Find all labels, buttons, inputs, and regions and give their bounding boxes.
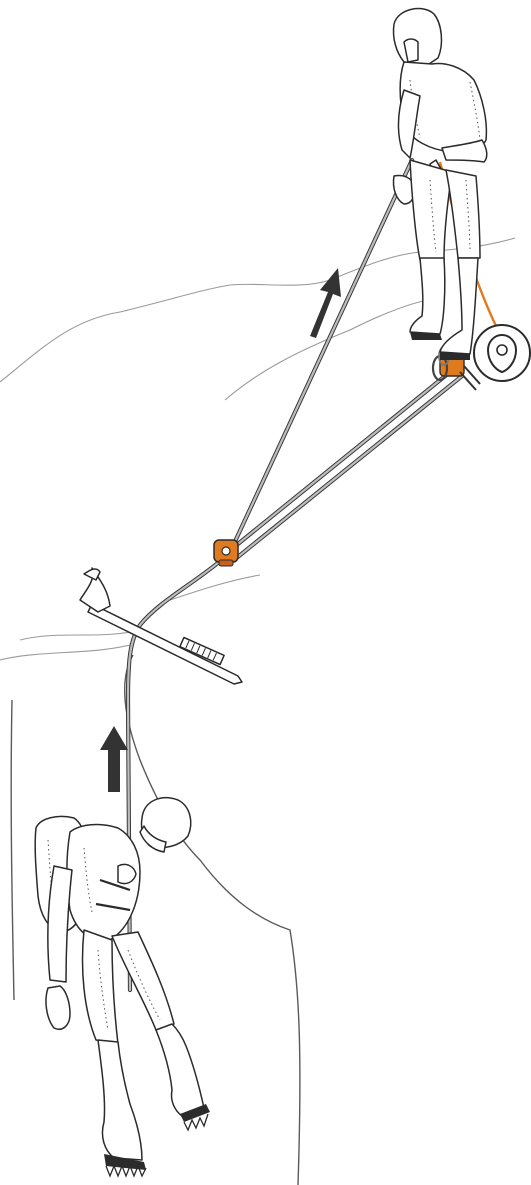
ice-axe [79,567,243,685]
haul-direction-arrow [310,268,341,338]
rope-system [125,157,500,993]
pulley-device-icon [213,539,239,567]
victim-figure [34,797,210,1178]
victim-lift-arrow [100,726,128,792]
up-arrow-icon [100,726,128,792]
pulley-close-up-icon [473,324,531,382]
up-arrow-icon [310,268,341,338]
rescuer-figure [392,7,488,360]
